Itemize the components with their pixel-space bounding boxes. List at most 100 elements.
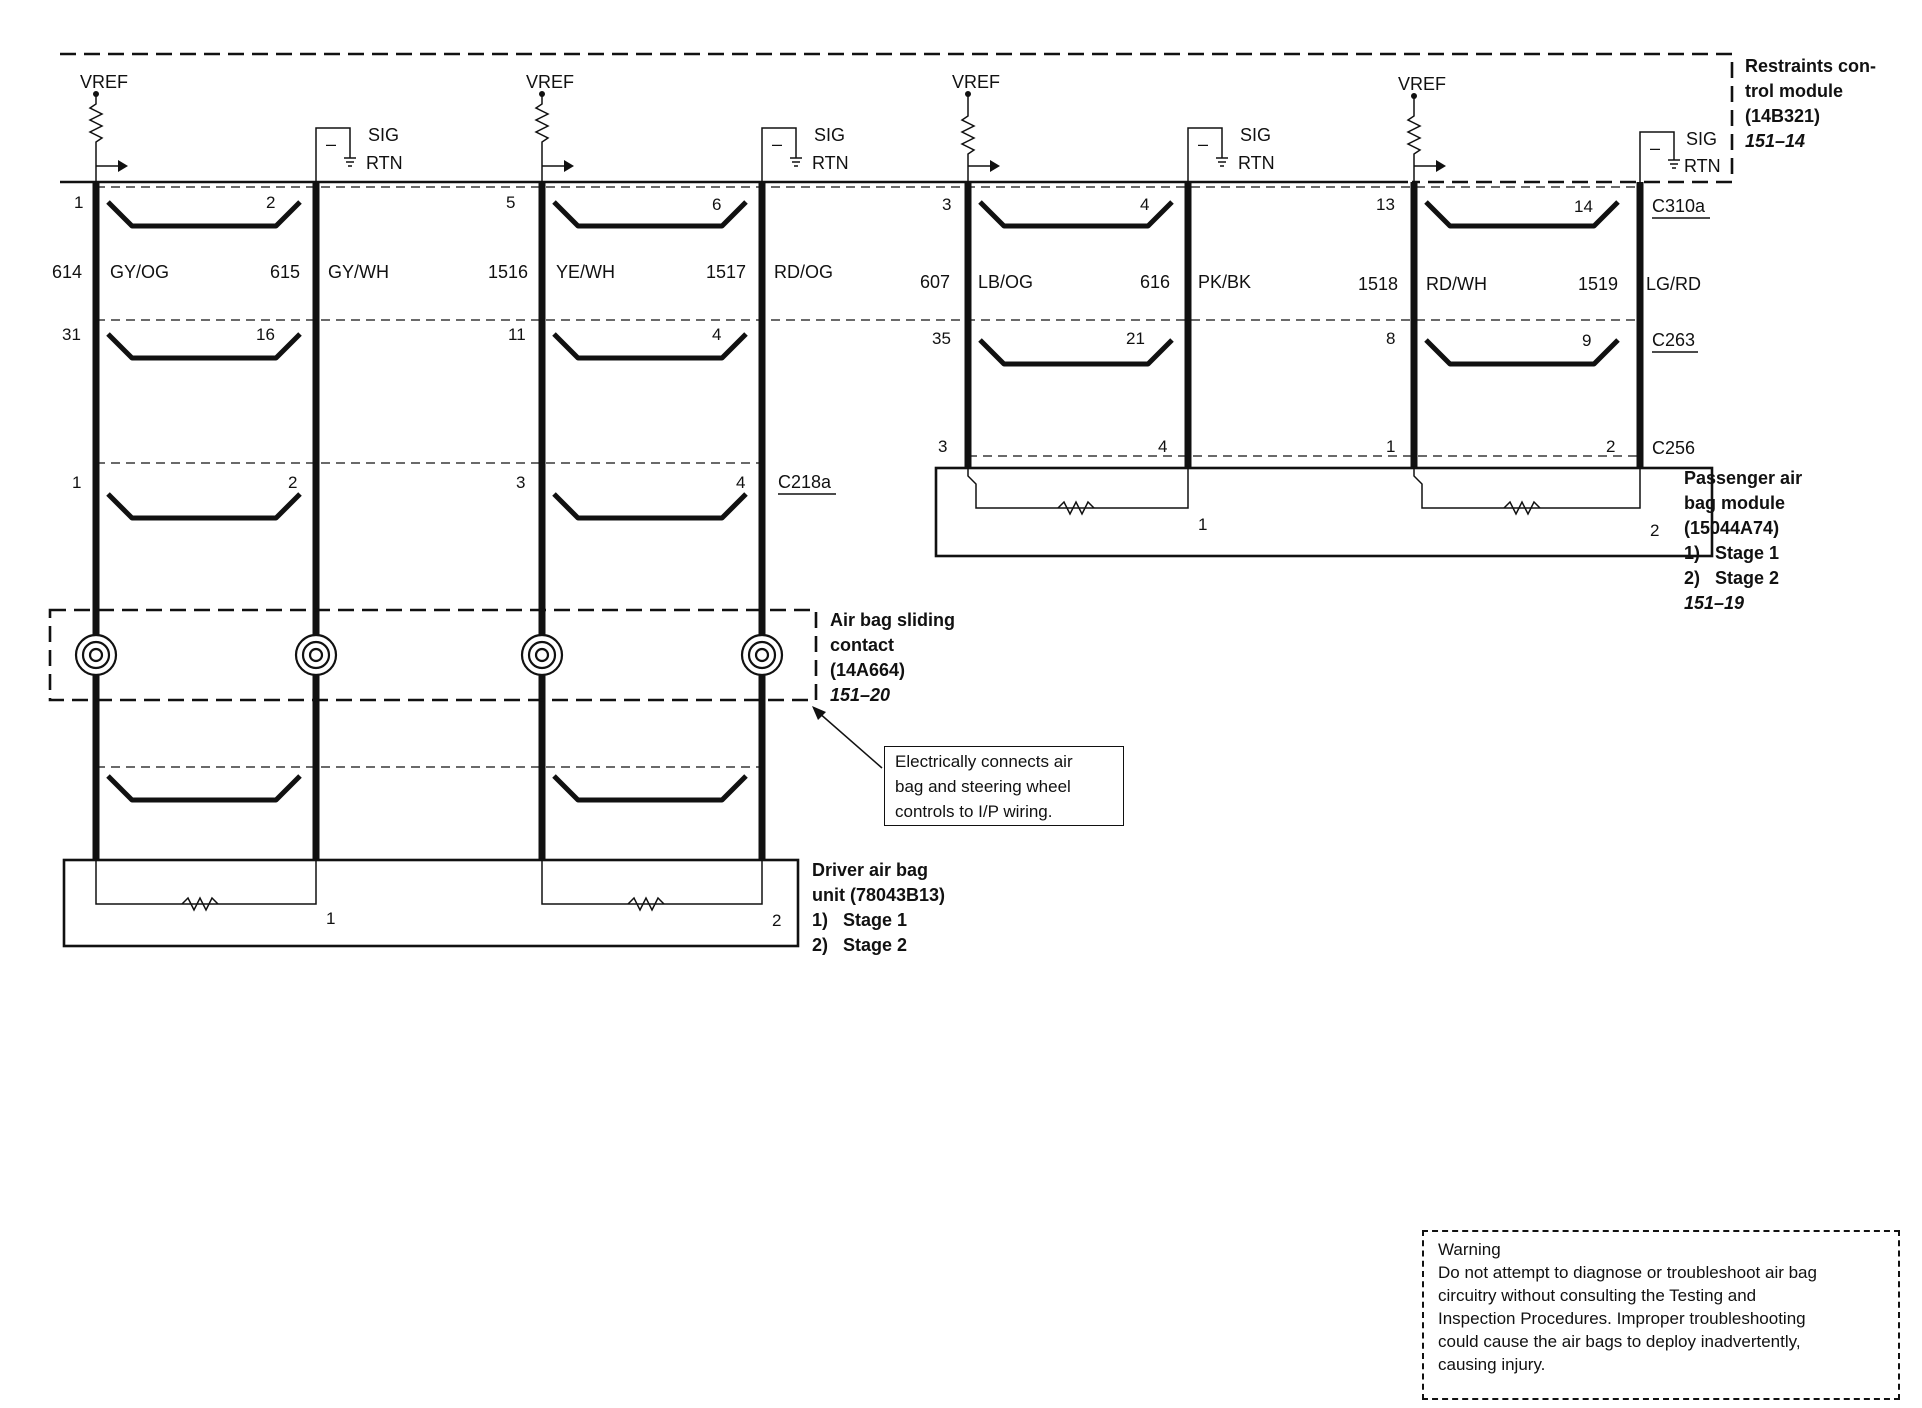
circuit-color: LG/RD (1646, 274, 1701, 294)
rtn-label-1: RTN (366, 153, 403, 173)
c310a-name: C310a (1652, 196, 1706, 216)
warning-line: circuitry without consulting the Testing… (1438, 1286, 1757, 1305)
circuit-color: RD/OG (774, 262, 833, 282)
circuit-number: 1519 (1578, 274, 1618, 294)
passenger-label-line-5: 2) Stage 2 (1684, 568, 1779, 588)
c310a-pin: 1 (74, 193, 83, 212)
driver-stage-1-resistor (95, 860, 317, 912)
rcm-ref: 151–14 (1745, 131, 1805, 151)
sig-rtn-symbol-4 (1639, 131, 1680, 182)
c218a-pin: 1 (72, 473, 81, 492)
sliding-contact-outline (48, 608, 818, 702)
sliding-label-line-2: contact (830, 635, 894, 655)
circuit-color: GY/OG (110, 262, 169, 282)
sliding-ref: 151–20 (830, 685, 890, 705)
minus-label-1: – (326, 134, 336, 154)
c263-pin: 4 (712, 325, 721, 344)
driver-stage-pin: 1 (326, 909, 335, 928)
circuit-color: RD/WH (1426, 274, 1487, 294)
sig-rtn-symbol-1 (315, 127, 356, 182)
c263-pin: 21 (1126, 329, 1145, 348)
driver-label-line-4: 2) Stage 2 (812, 935, 907, 955)
sig-label-3: SIG (1240, 125, 1271, 145)
c263-pin: 16 (256, 325, 275, 344)
sig-label-1: SIG (368, 125, 399, 145)
driver-unit-box (62, 858, 800, 948)
clockspring-coils (74, 633, 784, 677)
passenger-stage-pin: 1 (1198, 515, 1207, 534)
passenger-stage-pin: 2 (1650, 521, 1659, 540)
c256-pin: 2 (1606, 437, 1615, 456)
driver-stage-pin: 2 (772, 911, 781, 930)
circuit-number: 616 (1140, 272, 1170, 292)
c218a-pin: 4 (736, 473, 745, 492)
c310a-pin: 4 (1140, 195, 1149, 214)
vref-resistor-3 (960, 91, 1000, 182)
c263-pin: 9 (1582, 331, 1591, 350)
c310a-pin: 3 (942, 195, 951, 214)
vref-resistor-4 (1406, 93, 1446, 182)
passenger-stage-1-resistor (967, 468, 1189, 516)
c263-pin: 11 (508, 325, 526, 344)
sig-rtn-symbol-3 (1187, 127, 1228, 182)
vref-label-4: VREF (1398, 74, 1446, 94)
circuit-number: 1517 (706, 262, 746, 282)
passenger-label-line-1: Passenger air (1684, 468, 1802, 488)
circuit-number: 1518 (1358, 274, 1398, 294)
driver-label-line-2: unit (78043B13) (812, 885, 945, 905)
c310a-pin: 2 (266, 193, 275, 212)
circuit-number: 615 (270, 262, 300, 282)
rcm-label-line-2: trol module (1745, 81, 1843, 101)
passenger-label-line-2: bag module (1684, 493, 1785, 513)
driver-wires (92, 182, 766, 860)
c256-pin: 4 (1158, 437, 1167, 456)
sliding-label-line-3: (14A664) (830, 660, 905, 680)
c310a-pin: 6 (712, 195, 721, 214)
passenger-module-box (934, 466, 1714, 558)
circuit-color: PK/BK (1198, 272, 1251, 292)
connector-bars (106, 200, 1620, 803)
c310a-pin: 5 (506, 193, 515, 212)
c256-pin: 3 (938, 437, 947, 456)
callout-line: Electrically connects air (895, 752, 1073, 771)
circuit-number: 1516 (488, 262, 528, 282)
rcm-outline (60, 52, 1734, 184)
c263-name: C263 (1652, 330, 1695, 350)
c310a-pin: 14 (1574, 197, 1593, 216)
warning-line: causing injury. (1438, 1355, 1546, 1374)
vref-resistor-1 (88, 91, 128, 182)
driver-label-line-3: 1) Stage 1 (812, 910, 907, 930)
circuit-color: YE/WH (556, 262, 615, 282)
c263-pin: 8 (1386, 329, 1395, 348)
minus-label-4: – (1650, 138, 1660, 158)
sig-rtn-symbol-2 (761, 127, 802, 182)
rtn-label-3: RTN (1238, 153, 1275, 173)
passenger-label-line-4: 1) Stage 1 (1684, 543, 1779, 563)
circuit-color: GY/WH (328, 262, 389, 282)
driver-label-line-1: Driver air bag (812, 860, 928, 880)
passenger-stage-2-resistor (1413, 468, 1641, 516)
rtn-label-2: RTN (812, 153, 849, 173)
callout-arrow (817, 711, 883, 769)
c218a-pin: 2 (288, 473, 297, 492)
c256-pin: 1 (1386, 437, 1395, 456)
passenger-label-line-3: (15044A74) (1684, 518, 1779, 538)
warning-line: Inspection Procedures. Improper troubles… (1438, 1309, 1806, 1328)
callout-note: Electrically connects air bag and steeri… (884, 746, 1124, 826)
circuit-number: 614 (52, 262, 82, 282)
circuit-number: 607 (920, 272, 950, 292)
driver-stage-2-resistor (541, 860, 763, 912)
callout-line: bag and steering wheel (895, 777, 1071, 796)
c263-pin: 35 (932, 329, 951, 348)
sig-label-4: SIG (1686, 129, 1717, 149)
vref-label-1: VREF (80, 72, 128, 92)
warning-line: Do not attempt to diagnose or troublesho… (1438, 1263, 1817, 1282)
warning-title: Warning (1438, 1240, 1501, 1259)
warning-line: could cause the air bags to deploy inadv… (1438, 1332, 1801, 1351)
minus-label-2: – (772, 134, 782, 154)
c263-pin: 31 (62, 325, 81, 344)
vref-resistor-2 (534, 91, 574, 182)
callout-line: controls to I/P wiring. (895, 802, 1053, 821)
c310a-pin: 13 (1376, 195, 1395, 214)
